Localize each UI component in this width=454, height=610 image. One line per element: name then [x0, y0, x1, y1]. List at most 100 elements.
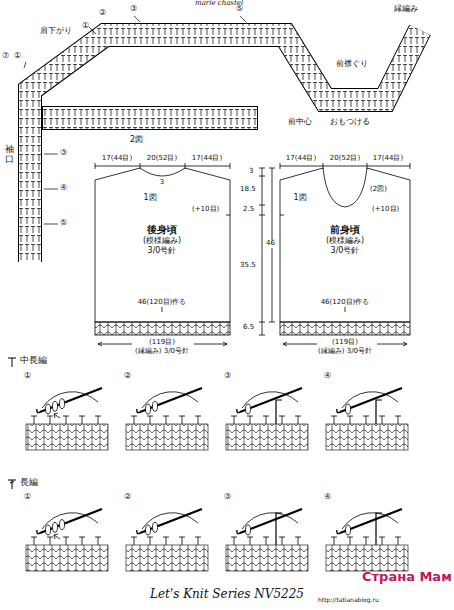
yarn-loop — [146, 404, 151, 414]
stitch-post — [331, 416, 337, 424]
piece-note: (模様編み) — [143, 236, 181, 246]
fabric-rows — [226, 424, 308, 450]
piece-note: 3/0号針 — [326, 246, 364, 256]
stitch-post — [379, 416, 385, 424]
label: 前中心 — [288, 118, 312, 127]
stitch-post — [331, 537, 337, 545]
label: おもつける — [330, 118, 370, 127]
label: (2図) — [370, 186, 387, 194]
label: 1図 — [143, 194, 156, 203]
callout-number: ① — [24, 493, 31, 502]
callout-number: ① — [14, 52, 21, 61]
yarn-loop — [153, 522, 158, 532]
vertical-label: 袖口 — [5, 145, 14, 165]
stitch-post — [95, 537, 101, 545]
stitch-post — [63, 416, 69, 424]
label: 前襟ぐり — [336, 60, 368, 69]
hem-band — [280, 322, 410, 335]
yarn-loop — [346, 404, 351, 414]
stitch-symbol — [8, 358, 16, 489]
new-stitch — [276, 400, 282, 424]
callout-number: ③ — [224, 372, 231, 381]
chart-stitches — [30, 30, 420, 262]
yarn-loop — [53, 401, 58, 411]
yarn-loop — [153, 401, 158, 411]
stitch-post — [195, 416, 201, 424]
yarn-loop — [46, 525, 51, 535]
piece-note: 3/0号針 — [143, 246, 181, 256]
callout-number: ② — [99, 9, 106, 18]
stitch-post — [47, 537, 53, 545]
yarn-loop — [46, 404, 51, 414]
label: 18.5 — [240, 186, 256, 194]
working-yarn — [142, 392, 198, 408]
working-yarn — [42, 513, 98, 529]
hook-tip — [337, 530, 340, 534]
stitch-post — [79, 416, 85, 424]
tick-mark — [162, 215, 345, 312]
stitch-illustrations — [26, 388, 408, 571]
callout-number: ③ — [60, 149, 67, 158]
label: (+10目) — [192, 206, 219, 214]
stitch-post — [179, 537, 185, 545]
callout-number: ④ — [324, 372, 331, 381]
dimension-line — [259, 168, 275, 335]
stitch-post — [147, 416, 153, 424]
stitch-post — [379, 537, 385, 545]
label: 17(44目) — [373, 155, 403, 163]
stitch-post — [79, 537, 85, 545]
direction-arrow — [54, 534, 60, 539]
callout-number: ③ — [130, 5, 137, 14]
label: 46 — [266, 240, 275, 248]
stitch-post — [395, 537, 401, 545]
label: Страна Мам — [362, 570, 452, 584]
stitch-post — [163, 416, 169, 424]
yarn-loop — [346, 525, 351, 535]
hem-band — [95, 322, 230, 335]
label: 17(44目) — [102, 155, 132, 163]
stitch-post — [395, 416, 401, 424]
label: 1図 — [293, 194, 306, 203]
stitch-post — [47, 416, 53, 424]
stitch-post — [263, 537, 269, 545]
callout-number: ⑦ — [2, 52, 9, 61]
label: (縁編み) 3/0号針 — [135, 348, 189, 356]
callout-number: ⑤ — [236, 5, 243, 14]
yarn-loop — [60, 520, 65, 530]
yarn-loop — [53, 522, 58, 532]
stitch-post — [63, 537, 69, 545]
hook-tip — [337, 409, 340, 413]
width-arrow — [98, 342, 407, 346]
stitch-post — [231, 537, 237, 545]
hook-tip — [37, 530, 40, 534]
label: 20(52目) — [147, 155, 177, 163]
leader-line — [24, 16, 246, 224]
fabric-rows — [226, 545, 308, 571]
callout-number: ⑤ — [60, 219, 67, 228]
label: (119目) — [332, 339, 358, 347]
hook-tip — [137, 530, 140, 534]
callout-number: ③ — [224, 493, 231, 502]
working-yarn — [42, 392, 98, 408]
label: http://tatianablog.ru — [318, 597, 379, 604]
fabric-rows — [326, 424, 408, 450]
stitch-post — [31, 537, 37, 545]
stitch-post — [347, 416, 353, 424]
stitch-post — [279, 537, 285, 545]
fabric-rows — [326, 545, 408, 571]
label: 46(120目)作る — [138, 299, 187, 307]
garment-piece: 前身頃(模様編み)3/0号針 — [323, 222, 367, 257]
label: 中長編 — [20, 356, 47, 366]
piece-name: 前身頃 — [326, 224, 364, 236]
stitch-post — [131, 537, 137, 545]
callout-number: ② — [124, 493, 131, 502]
label: 17(44目) — [192, 155, 222, 163]
label: 3 — [249, 168, 253, 176]
fabric-rows — [126, 424, 208, 450]
stitch-post — [179, 416, 185, 424]
label: 20(52目) — [330, 155, 360, 163]
hook-tip — [237, 409, 240, 413]
back-piece-outline — [95, 168, 230, 322]
callout-number: ② — [124, 372, 131, 381]
